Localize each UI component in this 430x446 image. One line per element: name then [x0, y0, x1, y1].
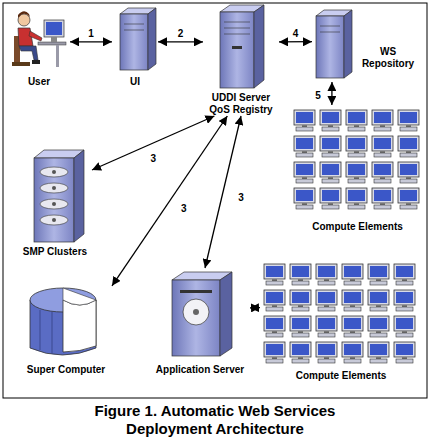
component-node: Application Server — [150, 268, 250, 376]
connector-arrow — [331, 82, 332, 105]
ui-server-icon — [120, 8, 156, 70]
component-label: User — [28, 76, 50, 89]
component-node: Super Computer — [20, 278, 112, 376]
compute-grid — [262, 262, 418, 366]
callout-number: 1 — [86, 28, 96, 39]
uddi-server-icon — [220, 5, 264, 88]
connector-arrow — [112, 116, 227, 286]
smp-rack-icon — [34, 150, 84, 242]
user-figure — [12, 11, 66, 67]
connector-arrow — [158, 41, 203, 42]
callout-wrap: 1 — [86, 23, 96, 41]
compute-grid — [292, 108, 422, 212]
component-label: UDDI Server QoS Registry — [205, 92, 277, 116]
component-label: WS Repository — [358, 46, 418, 70]
frame — [3, 3, 427, 398]
callout-number: 3 — [179, 203, 189, 214]
component-label: SMP Clusters — [23, 246, 87, 259]
callout-wrap: 2 — [176, 23, 186, 41]
connector-arrow — [70, 41, 112, 42]
callout-wrap: 5 — [313, 85, 323, 103]
callout-number: 4 — [291, 28, 301, 39]
supercomputer-icon — [30, 288, 96, 355]
callout-number: 3 — [236, 192, 246, 203]
callout-wrap: 4 — [291, 23, 301, 41]
component-node: UDDI Server QoS Registry — [203, 2, 279, 116]
app-server-icon — [172, 272, 232, 356]
connector-arrow — [250, 307, 260, 309]
connector-arrow — [279, 41, 312, 42]
callout-number: 3 — [148, 153, 158, 164]
callout-wrap: 3 — [148, 148, 158, 166]
component-node: Compute Elements — [290, 105, 425, 233]
component-node: WS Repository — [312, 6, 420, 82]
component-node: User — [8, 4, 70, 88]
component-node: UI — [112, 4, 158, 88]
component-node: Compute Elements — [260, 258, 422, 382]
figure-caption: Figure 1. Automatic Web Services Deploym… — [70, 402, 360, 438]
callout-wrap: 3 — [236, 187, 246, 205]
component-label: UI — [130, 76, 140, 89]
callout-number: 5 — [313, 90, 323, 101]
component-label: Super Computer — [27, 364, 105, 377]
repository-icon — [316, 10, 352, 78]
callout-number: 2 — [176, 28, 186, 39]
component-label: Compute Elements — [296, 370, 387, 383]
component-node: SMP Clusters — [18, 148, 92, 258]
callout-wrap: 3 — [179, 198, 189, 216]
component-label: Compute Elements — [312, 221, 403, 234]
component-label: Application Server — [156, 364, 244, 377]
